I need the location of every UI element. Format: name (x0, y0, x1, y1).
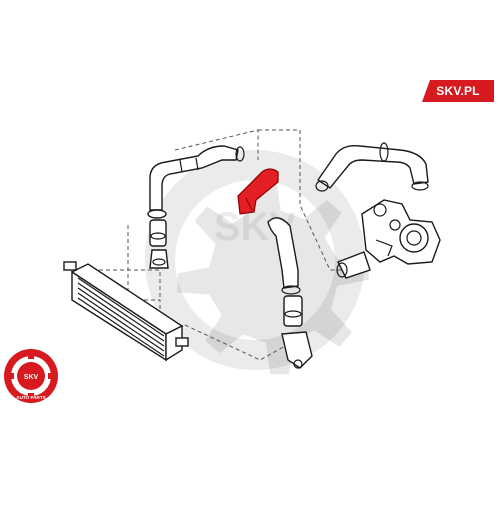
pipe-middle (283, 295, 303, 327)
brand-name: SKV.PL (436, 84, 480, 98)
seal-ring-text: AUTO PARTS (16, 395, 45, 400)
seal-center-text: SKV (24, 374, 39, 381)
hose-middle (267, 217, 301, 295)
dashed-connection-lines (85, 129, 345, 361)
throttle-assembly (336, 199, 441, 279)
brand-badge: SKV.PL (422, 80, 494, 102)
hose-upper-left (149, 145, 245, 211)
skv-seal-logo-icon: SKV AUTO PARTS (4, 349, 58, 403)
highlighted-hose (237, 168, 279, 215)
connector-left (149, 249, 169, 269)
clamp-left-1 (147, 209, 167, 219)
gear-watermark-icon (177, 179, 369, 375)
connector-middle (281, 331, 313, 369)
pipe-left (149, 219, 167, 247)
hose-upper-right (315, 142, 429, 192)
intercooler (63, 261, 189, 362)
